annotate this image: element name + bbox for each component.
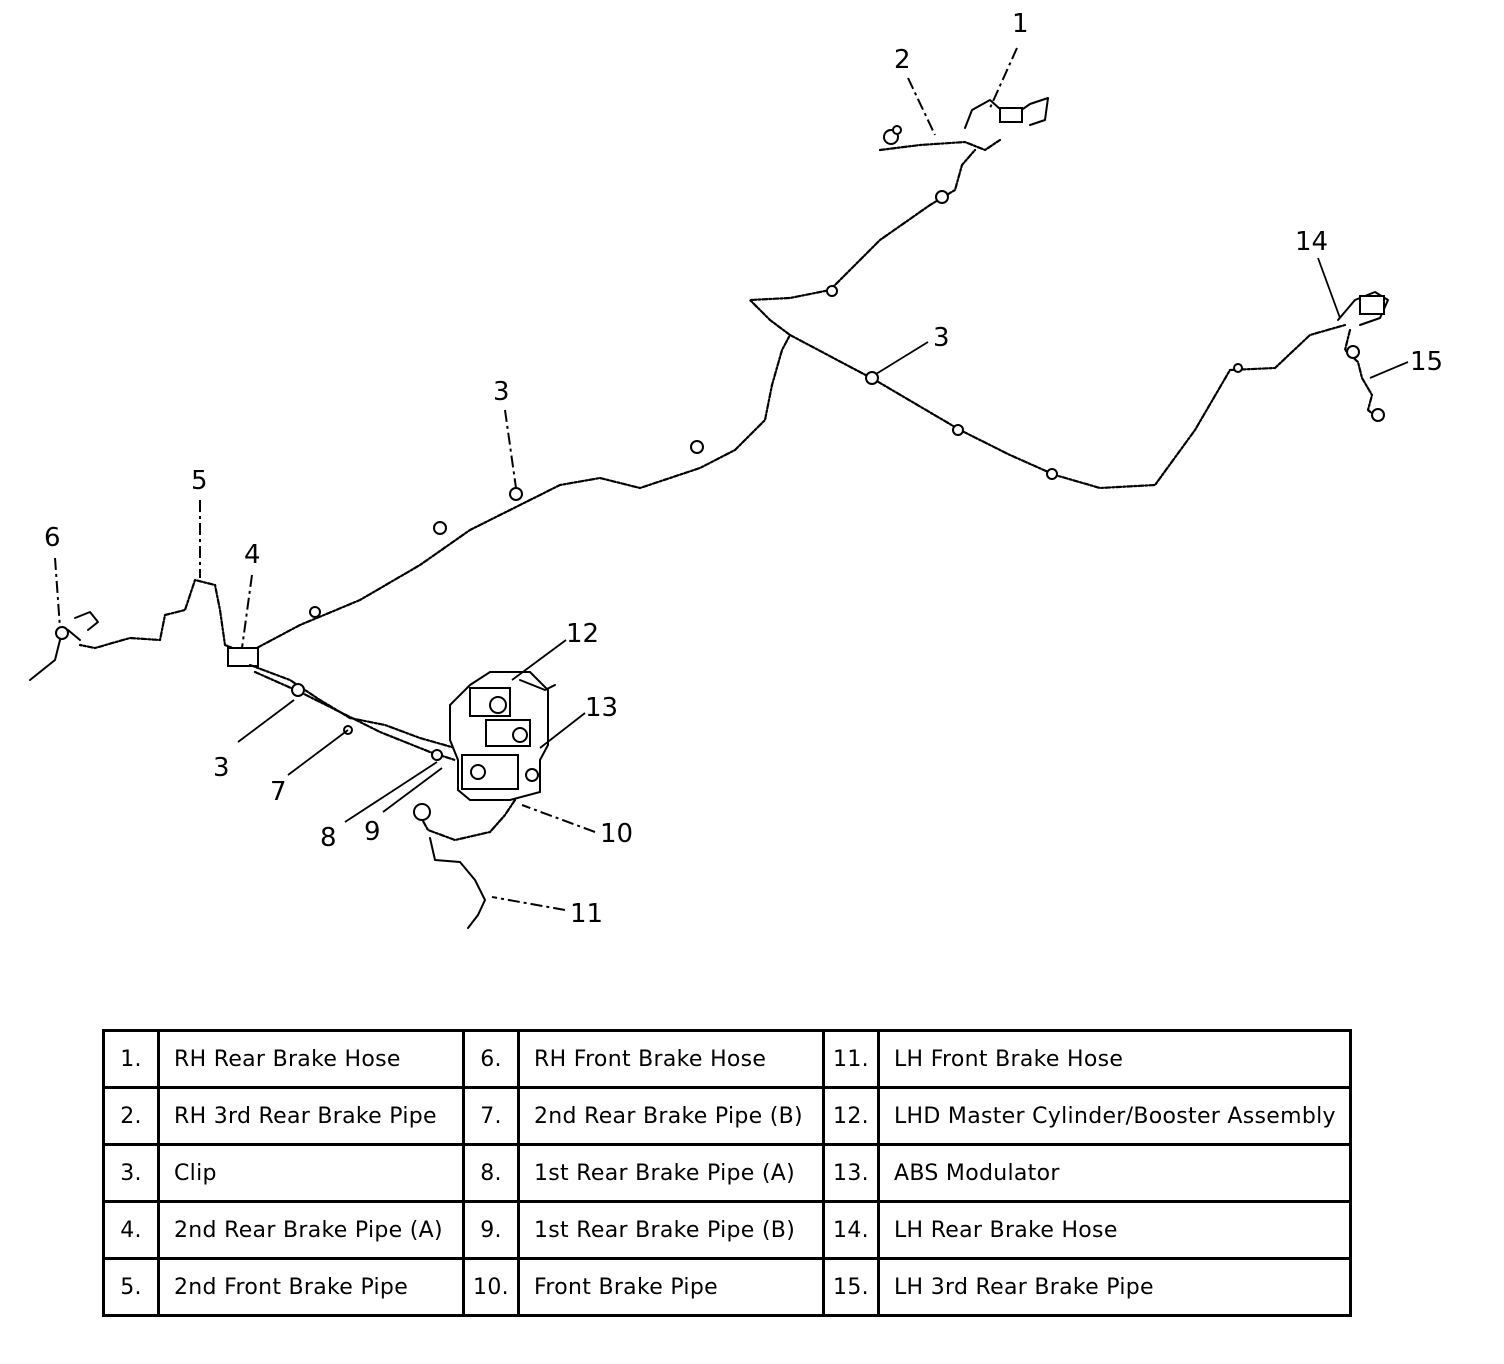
2nd-front-brake-pipe xyxy=(78,578,240,652)
legend-item-number: 6. xyxy=(462,1029,520,1089)
rh-rear-bracket xyxy=(999,107,1023,123)
legend-item-label: 1st Rear Brake Pipe (B) xyxy=(517,1200,825,1260)
legend-item-number: 9. xyxy=(462,1200,520,1260)
callout-11: 11 xyxy=(570,899,603,929)
legend-item-number: 8. xyxy=(462,1143,520,1203)
legend-item-number: 7. xyxy=(462,1086,520,1146)
brake-pipe-diagram: 1 2 3 3 3 4 5 6 7 8 9 10 11 12 13 14 15 xyxy=(29,9,1443,929)
junction-block xyxy=(227,647,259,667)
lh-front-fitting xyxy=(413,803,431,821)
legend-item-number: 5. xyxy=(102,1257,160,1317)
leader-14 xyxy=(1317,257,1341,319)
leader-3b xyxy=(875,341,929,375)
callout-14: 14 xyxy=(1295,227,1328,257)
callout-3b: 3 xyxy=(933,323,950,353)
callout-1: 1 xyxy=(1012,9,1029,39)
leader-3c xyxy=(237,699,295,743)
legend-item-label: LH Rear Brake Hose xyxy=(877,1200,1352,1260)
legend-item-label: RH 3rd Rear Brake Pipe xyxy=(157,1086,465,1146)
1st-rear-brake-pipes xyxy=(253,670,457,762)
rh-3rd-rear-pipe xyxy=(878,138,1002,152)
legend-item-number: 4. xyxy=(102,1200,160,1260)
legend-item-label: RH Front Brake Hose xyxy=(517,1029,825,1089)
lh-3rd-rear-pipe xyxy=(1343,328,1382,422)
legend-item-label: 2nd Rear Brake Pipe (B) xyxy=(517,1086,825,1146)
callout-2: 2 xyxy=(894,45,911,75)
clip-markers xyxy=(291,190,1243,761)
callout-6: 6 xyxy=(44,523,61,553)
front-brake-pipe xyxy=(416,798,517,842)
leader-15 xyxy=(1369,361,1409,379)
callout-10: 10 xyxy=(600,819,633,849)
legend-item-number: 2. xyxy=(102,1086,160,1146)
callout-8: 8 xyxy=(320,823,337,853)
lh-rear-fitting xyxy=(1346,345,1360,359)
legend-item-number: 11. xyxy=(822,1029,880,1089)
legend-item-label: LHD Master Cylinder/Booster Assembly xyxy=(877,1086,1352,1146)
rh-front-hose xyxy=(29,629,81,681)
leader-11 xyxy=(491,896,566,911)
rh-rear-fitting-bolt xyxy=(892,125,902,135)
lh-rear-fitting-2 xyxy=(1371,408,1385,422)
callout-5: 5 xyxy=(191,466,208,496)
legend-item-number: 12. xyxy=(822,1086,880,1146)
callout-12: 12 xyxy=(566,619,599,649)
callout-7: 7 xyxy=(270,777,287,807)
legend-item-label: 2nd Front Brake Pipe xyxy=(157,1257,465,1317)
legend-row: 4.2nd Rear Brake Pipe (A)9.1st Rear Brak… xyxy=(102,1200,1352,1260)
legend-item-label: LH 3rd Rear Brake Pipe xyxy=(877,1257,1352,1317)
legend-item-label: 1st Rear Brake Pipe (A) xyxy=(517,1143,825,1203)
leader-13 xyxy=(539,712,586,749)
legend-item-number: 15. xyxy=(822,1257,880,1317)
legend-item-label: RH Rear Brake Hose xyxy=(157,1029,465,1089)
leader-4 xyxy=(241,574,253,649)
lh-front-hose xyxy=(429,837,486,929)
callout-15: 15 xyxy=(1410,347,1443,377)
2nd-rear-brake-pipe-b xyxy=(248,663,457,750)
leader-9 xyxy=(382,767,443,813)
leader-6 xyxy=(54,557,61,629)
master-cylinder-abs-assembly xyxy=(449,671,556,801)
rear-brake-pipe-run xyxy=(236,148,977,660)
leader-3a xyxy=(504,409,517,489)
callout-9: 9 xyxy=(364,817,381,847)
legend-item-number: 13. xyxy=(822,1143,880,1203)
callout-3c: 3 xyxy=(213,753,230,783)
leader-2 xyxy=(907,77,936,136)
leader-1 xyxy=(989,47,1018,109)
legend-item-label: LH Front Brake Hose xyxy=(877,1029,1352,1089)
lh-rear-branch xyxy=(788,323,1347,490)
leader-8 xyxy=(344,761,438,823)
legend-item-number: 14. xyxy=(822,1200,880,1260)
legend-item-number: 1. xyxy=(102,1029,160,1089)
lh-rear-bracket xyxy=(1359,295,1385,315)
leader-12 xyxy=(511,639,567,681)
legend-item-number: 3. xyxy=(102,1143,160,1203)
legend-item-label: 2nd Rear Brake Pipe (A) xyxy=(157,1200,465,1260)
leader-7 xyxy=(287,729,349,776)
rh-front-bracket xyxy=(74,611,99,631)
legend-item-number: 10. xyxy=(462,1257,520,1317)
rh-front-fitting xyxy=(55,626,69,640)
legend-item-label: Front Brake Pipe xyxy=(517,1257,825,1317)
leader-10 xyxy=(521,804,596,833)
legend-item-label: Clip xyxy=(157,1143,465,1203)
callout-13: 13 xyxy=(585,693,618,723)
legend-item-label: ABS Modulator xyxy=(877,1143,1352,1203)
callout-4: 4 xyxy=(244,540,261,570)
callout-3a: 3 xyxy=(493,377,510,407)
